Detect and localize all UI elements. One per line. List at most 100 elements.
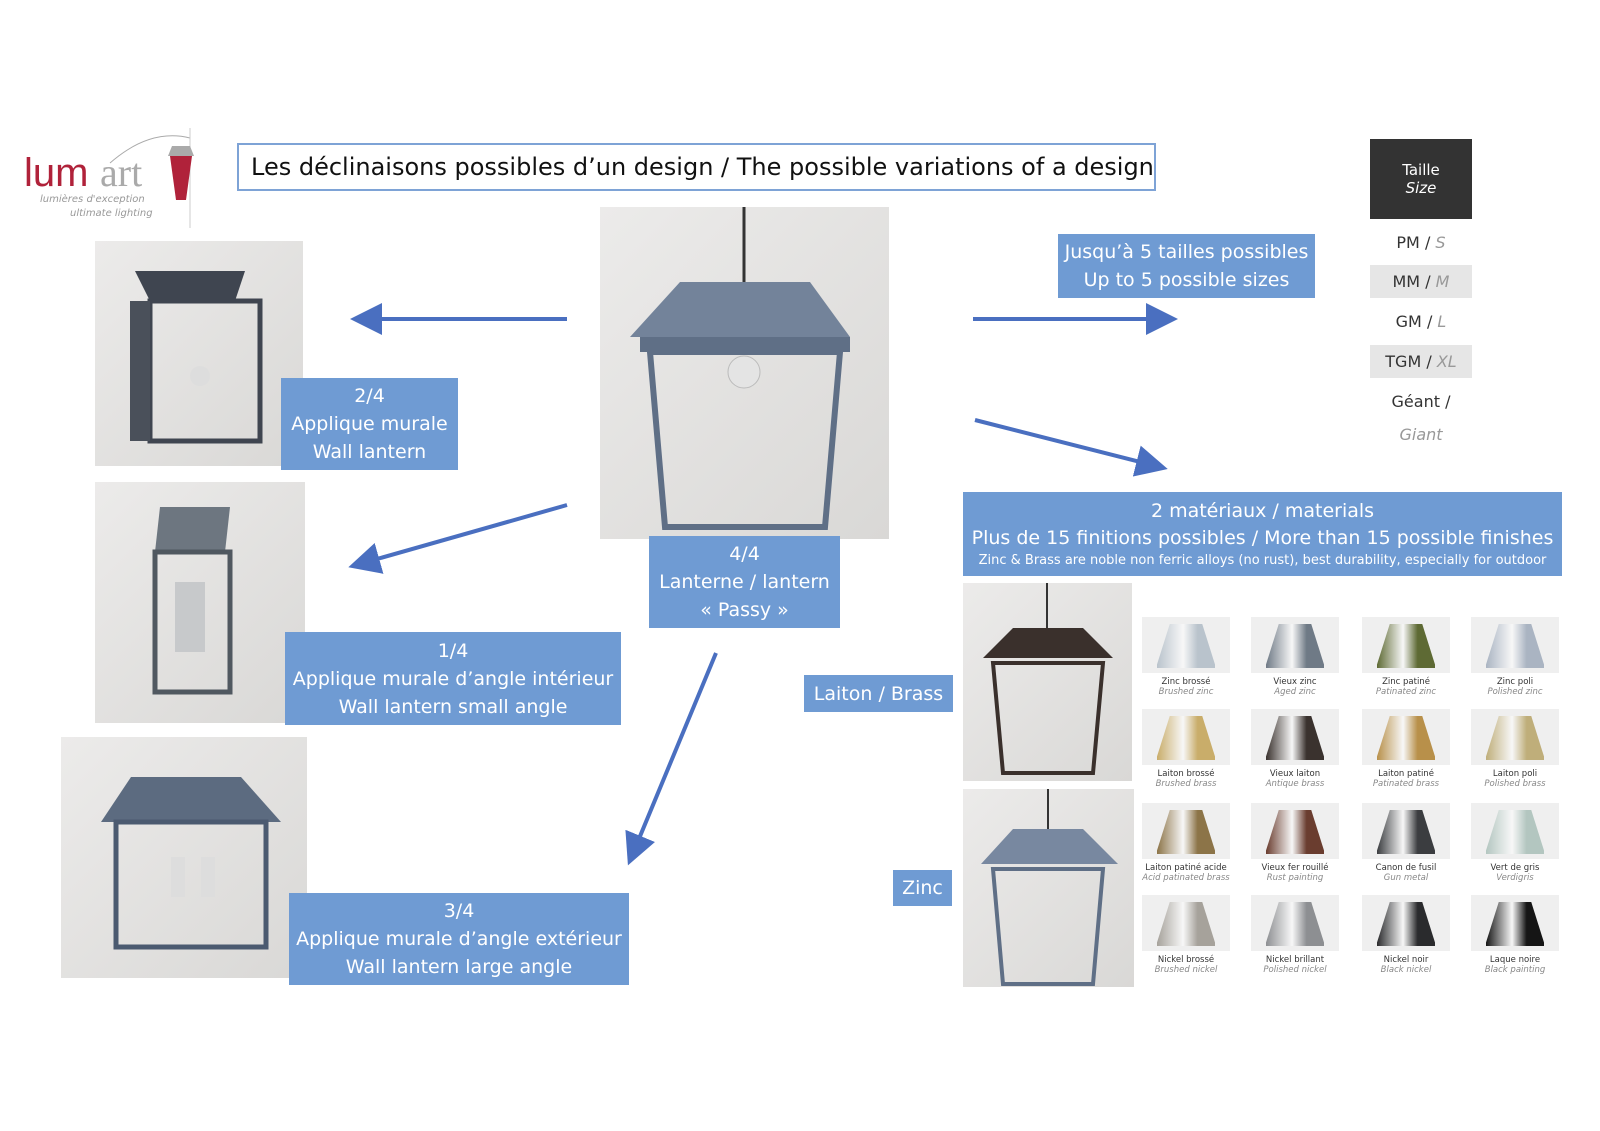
svg-text:lum: lum xyxy=(24,151,88,195)
finish-name-fr: Zinc brossé xyxy=(1161,677,1211,687)
label-line: Plus de 15 finitions possibles / More th… xyxy=(971,527,1554,549)
zinc-lantern-photo xyxy=(963,789,1134,987)
label-line: 2 matériaux / materials xyxy=(1150,500,1375,522)
lampshade-sample xyxy=(1142,709,1230,765)
finish-name-en: Aged zinc xyxy=(1274,687,1316,697)
finish-name-fr: Laiton patiné acide xyxy=(1145,863,1227,873)
svg-text:ultimate lighting: ultimate lighting xyxy=(70,208,153,219)
lampshade-sample xyxy=(1471,803,1559,859)
finish-name-fr: Vert de gris xyxy=(1490,863,1540,873)
label-line: Up to 5 possible sizes xyxy=(1083,269,1290,291)
finish-name-fr: Nickel noir xyxy=(1383,955,1429,965)
finish-name-fr: Vieux fer rouillé xyxy=(1261,863,1329,873)
label-line: Lanterne / lantern xyxy=(659,571,830,593)
large-angle-label: 3/4 Applique murale d’angle extérieur Wa… xyxy=(289,893,629,985)
arrow-to-large-angle xyxy=(625,652,718,866)
lampshade-sample xyxy=(1142,617,1230,673)
finish-name-en: Polished nickel xyxy=(1263,965,1327,975)
finish-name-fr: Vieux zinc xyxy=(1273,677,1317,687)
size-table-header: Taille Size xyxy=(1370,139,1472,219)
label-line: Wall lantern xyxy=(312,441,427,463)
brass-label: Laiton / Brass xyxy=(804,675,953,712)
size-en: S xyxy=(1435,233,1446,252)
size-fr: Géant xyxy=(1391,392,1440,411)
size-en: L xyxy=(1437,312,1447,331)
finish-name-fr: Nickel brillant xyxy=(1265,955,1325,965)
finish-name-fr: Nickel brossé xyxy=(1157,955,1215,965)
label-line: 2/4 xyxy=(354,385,385,407)
finish-name-en: Brushed brass xyxy=(1155,779,1217,789)
label-line: 4/4 xyxy=(729,543,760,565)
finish-name-en: Verdigris xyxy=(1496,873,1534,883)
logo: lum art lumières d'exception ultimate li… xyxy=(20,128,210,228)
finish-name-en: Antique brass xyxy=(1265,779,1325,789)
size-header-en: Size xyxy=(1405,179,1437,197)
lampshade-sample xyxy=(1362,709,1450,765)
finish-name-en: Polished zinc xyxy=(1487,687,1543,697)
finish-name-fr: Laiton brossé xyxy=(1157,769,1215,779)
size-header-fr: Taille xyxy=(1402,161,1440,179)
passy-lantern-photo xyxy=(600,207,889,539)
lampshade-sample xyxy=(1362,895,1450,951)
lampshade-sample xyxy=(1362,617,1450,673)
wall-lantern-label: 2/4 Applique murale Wall lantern xyxy=(281,378,458,470)
lampshade-sample xyxy=(1471,895,1559,951)
lampshade-sample xyxy=(1471,617,1559,673)
finish-name-en: Black painting xyxy=(1484,965,1546,975)
size-en: M xyxy=(1435,272,1450,291)
wall-lantern-photo xyxy=(95,241,303,466)
label-line: Zinc & Brass are noble non ferric alloys… xyxy=(978,553,1547,568)
size-fr: GM xyxy=(1395,312,1422,331)
svg-text:art: art xyxy=(100,150,142,195)
lampshade-sample xyxy=(1251,895,1339,951)
label-line: Applique murale d’angle extérieur xyxy=(296,928,622,950)
zinc-label: Zinc xyxy=(893,870,952,906)
svg-text:lumières d'exception: lumières d'exception xyxy=(40,193,145,205)
size-row: Géant / Giant xyxy=(1391,392,1451,444)
finish-name-fr: Canon de fusil xyxy=(1375,863,1437,873)
finish-name-fr: Zinc poli xyxy=(1496,677,1534,687)
brass-lantern-photo xyxy=(963,583,1132,781)
finish-name-en: Gun metal xyxy=(1383,873,1429,883)
small-angle-lantern-photo xyxy=(95,482,305,723)
finish-name-en: Brushed zinc xyxy=(1158,687,1214,697)
lampshade-sample xyxy=(1471,709,1559,765)
label-line: Jusqu’à 5 tailles possibles xyxy=(1064,241,1309,263)
size-en: Giant xyxy=(1399,425,1443,444)
page-title: Les déclinaisons possibles d’un design /… xyxy=(237,143,1156,191)
size-fr: MM xyxy=(1392,272,1421,291)
size-fr: TGM xyxy=(1385,352,1422,371)
sizes-label: Jusqu’à 5 tailles possibles Up to 5 poss… xyxy=(1058,234,1315,298)
lampshade-sample xyxy=(1362,803,1450,859)
label-line: 1/4 xyxy=(437,639,469,662)
finish-name-en: Brushed nickel xyxy=(1154,965,1218,975)
finish-name-en: Polished brass xyxy=(1484,779,1546,789)
lampshade-sample xyxy=(1251,617,1339,673)
small-angle-label: 1/4 Applique murale d’angle intérieur Wa… xyxy=(285,632,621,725)
label-line: Applique murale xyxy=(291,413,448,435)
label-line: « Passy » xyxy=(700,599,789,621)
size-row: GM / L xyxy=(1395,312,1447,331)
lampshade-sample xyxy=(1142,895,1230,951)
finish-name-en: Rust painting xyxy=(1266,873,1324,883)
arrow-to-materials xyxy=(974,418,1168,477)
finish-name-fr: Zinc patiné xyxy=(1382,677,1430,687)
label-line: 3/4 xyxy=(443,900,475,922)
finish-name-fr: Laque noire xyxy=(1489,955,1541,965)
lantern-label: 4/4 Lanterne / lantern « Passy » xyxy=(649,536,840,628)
finish-name-en: Patinated brass xyxy=(1372,779,1440,789)
label-line: Applique murale d’angle intérieur xyxy=(292,667,614,690)
label-line: Wall lantern large angle xyxy=(345,956,573,978)
